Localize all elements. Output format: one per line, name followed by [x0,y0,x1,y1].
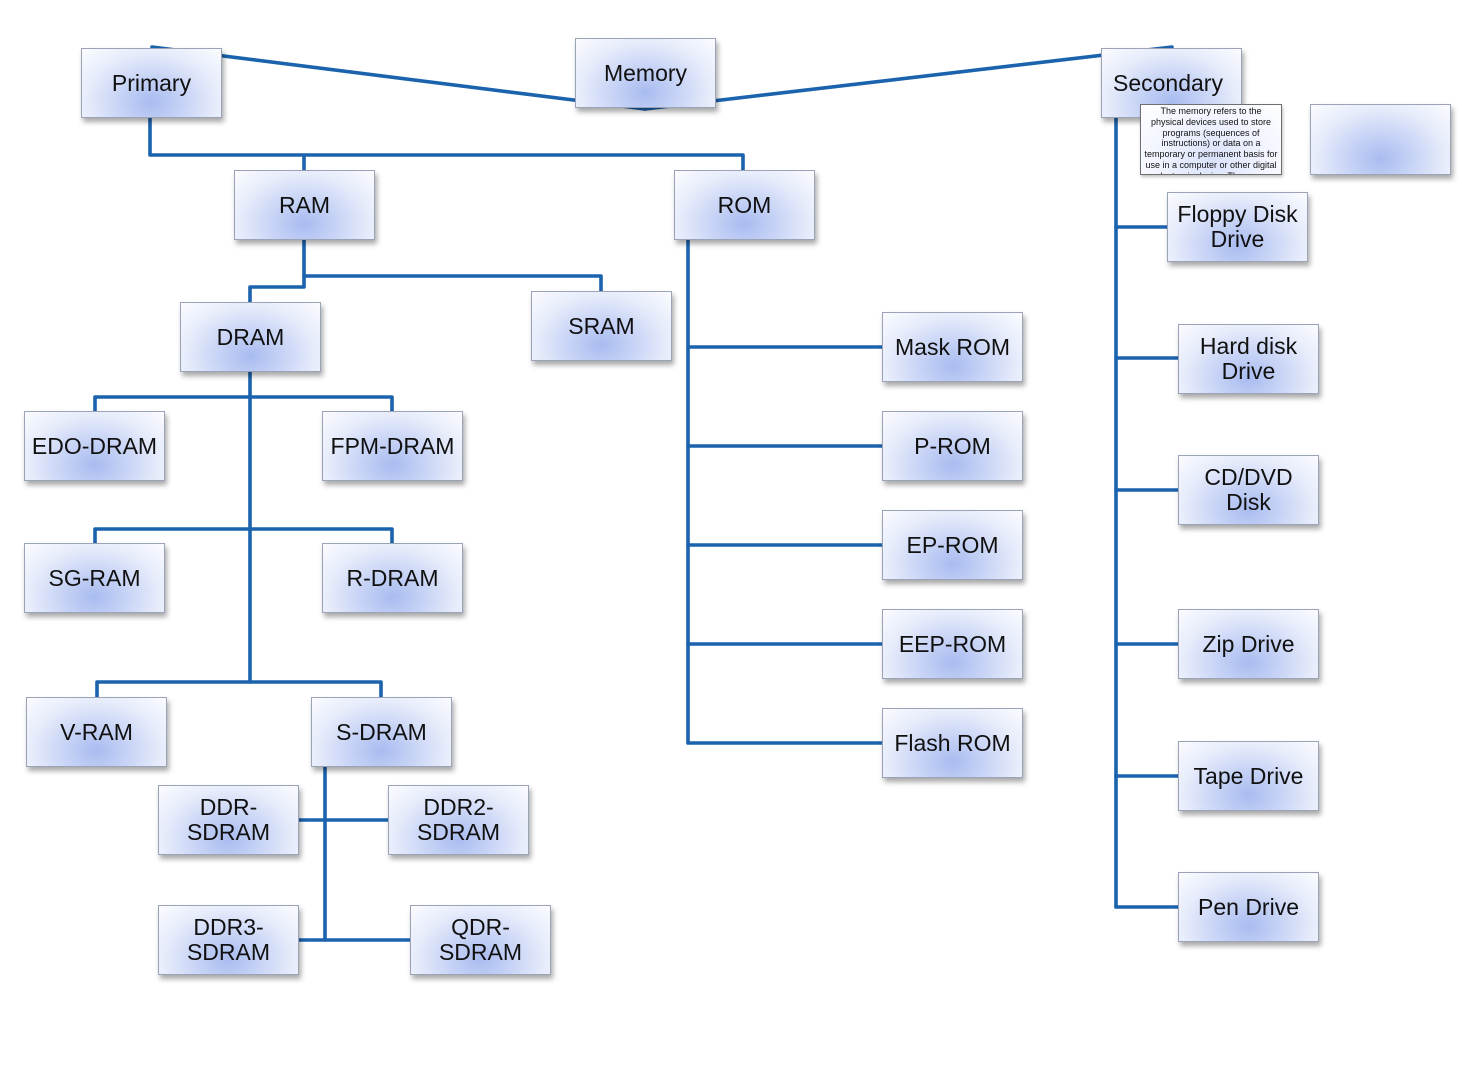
pen-drive-label: Pen Drive [1198,893,1299,920]
memory-description-text: The memory refers to the physical device… [1144,106,1278,174]
primary-box: Primary [81,48,222,118]
ddr2-sdram-box: DDR2- SDRAM [388,785,529,855]
connector-sg-r [93,527,394,545]
connector-ram-dram [248,274,306,304]
connector-primary-ram-rom [148,115,745,172]
connector-memory-secondary [643,45,1174,111]
memory-label: Memory [603,59,688,86]
cd-dvd-disk-label: CD/DVD Disk [1204,464,1293,515]
flash-rom-box: Flash ROM [882,708,1023,778]
empty-diagram-box [1310,104,1451,175]
memory-box: Memory [575,38,716,108]
p-rom-box: P-ROM [882,411,1023,481]
s-dram-label: S-DRAM [336,718,427,745]
sram-label: SRAM [568,312,635,339]
ddr-sdram-label: DDR- SDRAM [186,794,271,845]
v-ram-label: V-RAM [60,718,133,745]
primary-label: Primary [111,69,192,96]
dram-box: DRAM [180,302,321,372]
sg-ram-box: SG-RAM [24,543,165,613]
ddr-sdram-box: DDR- SDRAM [158,785,299,855]
p-rom-label: P-ROM [914,432,991,459]
edo-dram-label: EDO-DRAM [31,432,158,459]
ep-rom-label: EP-ROM [906,531,999,558]
dram-label: DRAM [216,323,285,350]
connector-memory-primary [150,45,647,111]
v-ram-box: V-RAM [26,697,167,767]
floppy-disk-drive-box: Floppy Disk Drive [1167,192,1308,262]
ddr3-sdram-box: DDR3- SDRAM [158,905,299,975]
memory-description-box: The memory refers to the physical device… [1140,104,1282,175]
connector-vram-sdram [95,680,383,699]
zip-drive-box: Zip Drive [1178,609,1319,679]
hard-disk-drive-label: Hard disk Drive [1199,333,1298,384]
floppy-disk-drive-label: Floppy Disk Drive [1177,201,1298,252]
zip-drive-label: Zip Drive [1202,630,1295,657]
sg-ram-label: SG-RAM [48,564,141,591]
edo-dram-box: EDO-DRAM [24,411,165,481]
hard-disk-drive-box: Hard disk Drive [1178,324,1319,394]
fpm-dram-box: FPM-DRAM [322,411,463,481]
rom-box: ROM [674,170,815,240]
sram-box: SRAM [531,291,672,361]
qdr-sdram-box: QDR- SDRAM [410,905,551,975]
r-dram-label: R-DRAM [346,564,439,591]
r-dram-box: R-DRAM [322,543,463,613]
ram-box: RAM [234,170,375,240]
rom-label: ROM [717,191,772,218]
s-dram-box: S-DRAM [311,697,452,767]
ddr2-sdram-label: DDR2- SDRAM [416,794,501,845]
eep-rom-label: EEP-ROM [898,630,1007,657]
connector-ram-dram-sram [302,236,603,293]
eep-rom-box: EEP-ROM [882,609,1023,679]
pen-drive-box: Pen Drive [1178,872,1319,942]
ram-label: RAM [278,191,331,218]
cd-dvd-disk-box: CD/DVD Disk [1178,455,1319,525]
connector-edo-fpm [93,395,394,413]
ep-rom-box: EP-ROM [882,510,1023,580]
fpm-dram-label: FPM-DRAM [330,432,455,459]
mask-rom-label: Mask ROM [895,333,1010,360]
ddr3-sdram-label: DDR3- SDRAM [186,914,271,965]
flash-rom-label: Flash ROM [894,729,1011,756]
mask-rom-box: Mask ROM [882,312,1023,382]
qdr-sdram-label: QDR- SDRAM [438,914,523,965]
tape-drive-label: Tape Drive [1193,762,1304,789]
tape-drive-box: Tape Drive [1178,741,1319,811]
